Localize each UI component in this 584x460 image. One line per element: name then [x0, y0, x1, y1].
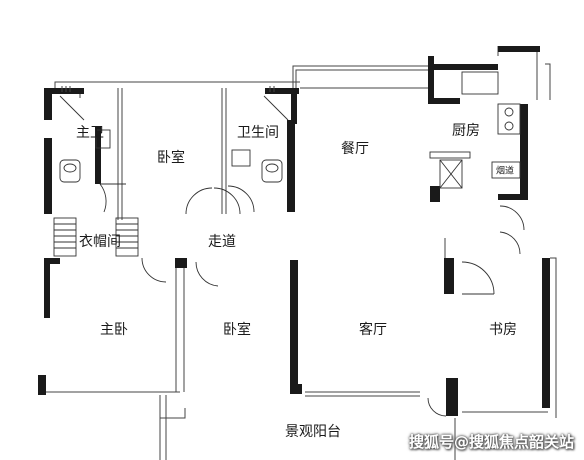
room-label-living-room: 客厅 [359, 322, 387, 338]
stair-marks [61, 86, 275, 92]
room-label-balcony: 景观阳台 [285, 424, 341, 440]
walls [38, 46, 550, 416]
doors [99, 183, 525, 417]
watermark-text: 搜狐号@搜狐焦点韶关站 [408, 433, 574, 451]
room-label-bedroom-north: 卧室 [157, 150, 185, 166]
room-label-master-bath: 主卫 [76, 125, 104, 141]
thin-outline [40, 46, 557, 460]
flue-label: 烟道 [495, 166, 515, 177]
fixtures [53, 71, 521, 257]
room-label-cloakroom: 衣帽间 [79, 234, 121, 250]
room-label-master-bedroom: 主卧 [100, 322, 128, 338]
room-label-corridor: 走道 [208, 234, 236, 250]
room-label-dining: 餐厅 [341, 141, 369, 157]
room-label-bedroom-south: 卧室 [223, 322, 251, 338]
room-label-kitchen: 厨房 [452, 123, 480, 139]
room-label-study: 书房 [489, 322, 517, 338]
room-label-bathroom: 卫生间 [237, 125, 279, 141]
